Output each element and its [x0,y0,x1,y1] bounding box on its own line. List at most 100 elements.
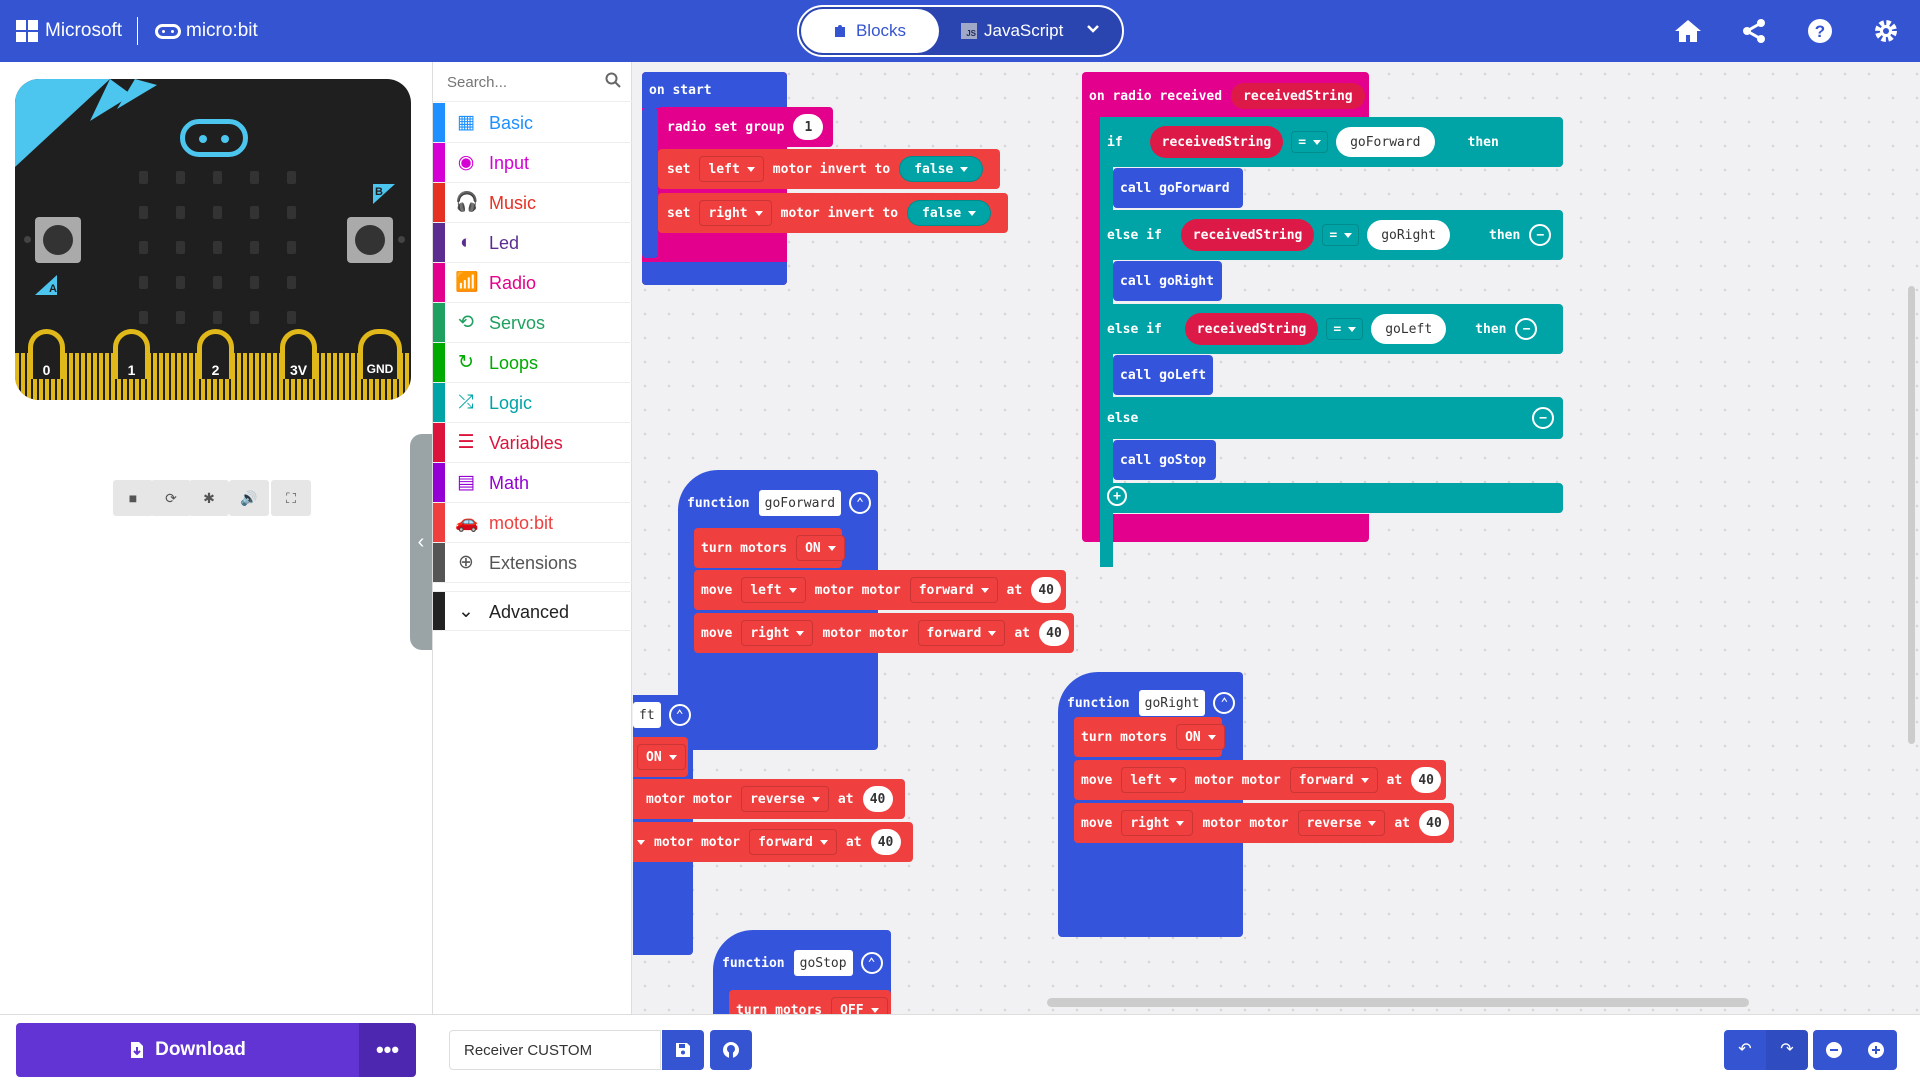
motor-dropdown[interactable]: left [699,156,764,182]
direction-dropdown[interactable]: forward [917,620,1006,646]
search-icon[interactable] [605,72,621,88]
fullscreen-icon[interactable]: ⛶ [271,480,311,516]
share-icon[interactable] [1737,14,1771,48]
add-clause-icon[interactable]: + [1107,486,1127,506]
zoom-out-icon[interactable] [1813,1030,1855,1070]
call-go-stop-block[interactable]: call goStop [1113,440,1216,480]
pin-1[interactable]: 1 [113,329,150,379]
vertical-scrollbar[interactable] [1908,286,1915,744]
pin-2[interactable]: 2 [197,329,234,379]
function-name-field[interactable]: goStop [793,950,853,976]
speed-value[interactable]: 40 [1411,767,1442,793]
speed-value[interactable]: 40 [870,829,901,855]
boolean-dropdown[interactable]: false [899,156,984,182]
collapse-function-icon[interactable]: ⌃ [849,492,872,514]
category-logic[interactable]: ⤮Logic [433,383,633,423]
direction-dropdown[interactable]: forward [1289,767,1378,793]
compare-dropdown[interactable]: = [1326,318,1364,340]
direction-dropdown[interactable]: forward [909,577,998,603]
button-a[interactable] [35,217,81,263]
tab-javascript[interactable]: JS JavaScript [961,7,1063,55]
category-math[interactable]: ▤Math [433,463,633,503]
variable-received-string[interactable]: receivedString [1231,83,1365,109]
horizontal-scrollbar[interactable] [1047,998,1749,1007]
on-off-dropdown[interactable]: ON [1176,724,1225,750]
on-off-dropdown[interactable]: ON [796,535,845,561]
direction-dropdown[interactable]: reverse [741,786,829,812]
debug-icon[interactable]: ✱ [189,480,229,516]
variable-received-string[interactable]: receivedString [1180,219,1315,251]
direction-dropdown[interactable]: forward [749,829,837,855]
collapse-simulator-button[interactable]: ‹ [410,434,432,650]
download-button[interactable]: Download [16,1023,359,1077]
mute-icon[interactable]: 🔊 [229,480,269,516]
else-block[interactable]: else− [1100,397,1563,439]
category-input[interactable]: ◉Input [433,143,633,183]
github-icon[interactable] [710,1030,752,1070]
category-extensions[interactable]: ⊕Extensions [433,543,633,583]
function-name-field[interactable]: goRight [1138,690,1206,716]
category-basic[interactable]: ▦Basic [433,103,633,143]
motor-dropdown[interactable]: right [699,200,772,226]
microbit-board[interactable]: A B 0 1 2 3V GND [15,79,411,400]
motor-dropdown[interactable]: right [1121,810,1194,836]
speed-value[interactable]: 40 [1419,810,1449,836]
collapse-function-icon[interactable]: ⌃ [668,704,691,726]
settings-icon[interactable] [1869,14,1903,48]
restart-icon[interactable]: ⟳ [151,480,191,516]
remove-clause-icon[interactable]: − [1532,407,1554,429]
call-go-forward-block[interactable]: call goForward [1113,168,1243,208]
on-start-hat[interactable]: on start [642,72,787,108]
speed-value[interactable]: 40 [1031,577,1062,603]
speed-value[interactable]: 40 [862,786,893,812]
remove-clause-icon[interactable]: − [1529,224,1552,246]
motor-dropdown[interactable]: left [741,577,806,603]
call-go-right-block[interactable]: call goRight [1113,261,1222,301]
save-icon[interactable] [662,1030,704,1070]
function-name-field[interactable]: goForward [758,490,842,516]
category-advanced[interactable]: ⌄Advanced [433,591,633,631]
string-go-right[interactable]: goRight [1367,220,1450,250]
collapse-function-icon[interactable]: ⌃ [860,952,883,974]
redo-icon[interactable]: ↷ [1766,1030,1808,1070]
category-radio[interactable]: 📶Radio [433,263,633,303]
string-go-forward[interactable]: goForward [1336,127,1435,157]
logo-touch[interactable] [180,119,248,157]
chevron-down-icon[interactable] [1085,21,1101,42]
button-b[interactable] [347,217,393,263]
function-name-field[interactable]: ft [633,702,661,728]
undo-icon[interactable]: ↶ [1724,1030,1766,1070]
turn-motors-block[interactable]: ON [633,737,688,777]
variable-received-string[interactable]: receivedString [1149,126,1284,158]
category-loops[interactable]: ↻Loops [433,343,633,383]
compare-dropdown[interactable]: = [1322,224,1360,246]
search-input[interactable] [447,70,587,94]
boolean-dropdown[interactable]: false [907,200,992,226]
pin-gnd[interactable]: GND [358,329,402,379]
help-icon[interactable]: ? [1803,14,1837,48]
string-go-left[interactable]: goLeft [1371,314,1447,344]
group-value[interactable]: 1 [793,114,824,140]
motor-dropdown[interactable]: right [741,620,814,646]
speed-value[interactable]: 40 [1039,620,1069,646]
home-icon[interactable] [1671,14,1705,48]
category-servos[interactable]: ⟲Servos [433,303,633,343]
pin-3v[interactable]: 3V [280,329,317,379]
direction-dropdown[interactable]: reverse [1297,810,1386,836]
tab-blocks[interactable]: Blocks [801,9,939,53]
remove-clause-icon[interactable]: − [1515,318,1538,340]
